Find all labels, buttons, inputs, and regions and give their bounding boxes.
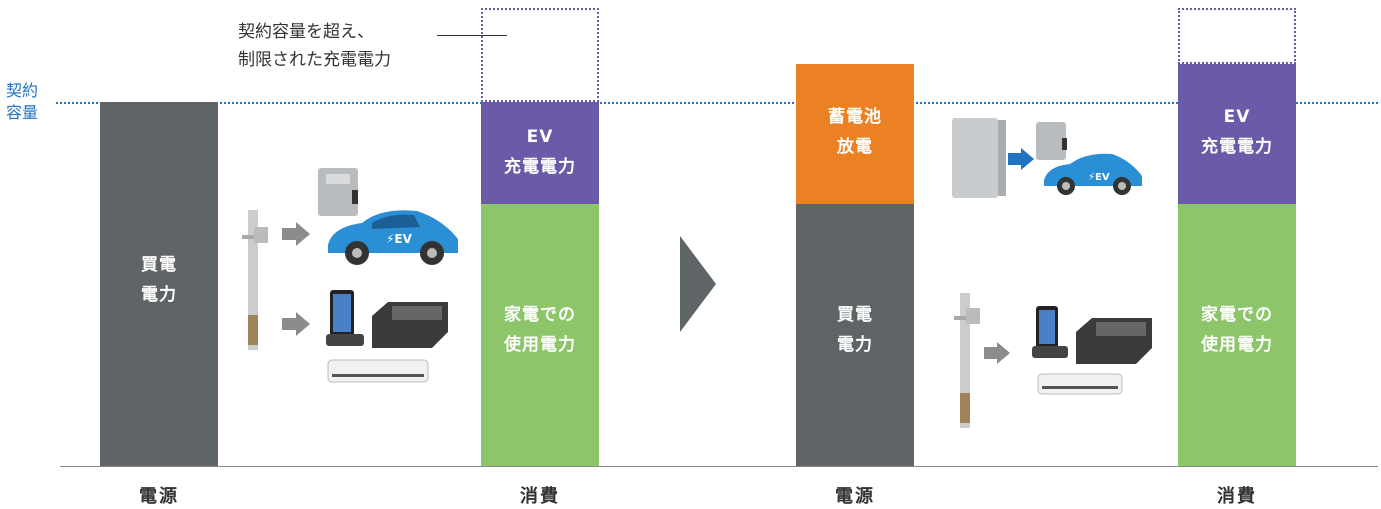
right-battery-discharge-label: 蓄電池 放電 [828,107,882,157]
baseline [60,466,1378,467]
appliance-box-icon [1076,318,1152,364]
left-ev-charge-label: EV 充電電力 [504,127,576,177]
ev-car-icon: ⚡EV [1044,153,1142,195]
right-appliance-label: 家電での 使用電力 [1201,305,1273,355]
left-appliance-bar: 家電での 使用電力 [481,204,599,466]
left-consume-caption: 消費 [520,486,560,507]
left-appliance-label: 家電での 使用電力 [504,305,576,355]
contract-capacity-label: 契約 容量 [6,81,39,122]
transition-arrow-icon [680,236,716,332]
left-buy-power-bar: 買電 電力 [100,102,218,466]
right-arrow-icon [282,312,310,336]
right-buy-power-bar: 買電 電力 [796,204,914,466]
home-battery-icon [952,118,1006,198]
left-source-caption: 電源 [139,486,179,507]
ev-car-icon: ⚡EV [328,210,458,265]
right-source-caption: 電源 [835,486,875,507]
note-leader-line [437,35,507,36]
left-ev-charge-bar: EV 充電電力 [481,102,599,204]
right-arrow-icon [282,222,310,246]
smartphone-icon [1032,306,1068,358]
right-ev-charge-bar: EV 充電電力 [1178,64,1296,204]
right-arrow-icon [984,342,1010,364]
contract-capacity-line [56,102,1378,104]
ev-charger-icon [1036,122,1067,160]
right-consume-caption: 消費 [1217,486,1257,507]
ev-charger-icon [318,168,358,216]
ev-badge: ⚡EV [1088,172,1110,183]
right-ev-charge-label: EV 充電電力 [1201,107,1273,157]
appliance-box-icon [372,302,448,348]
right-limited-charge-box [1178,8,1296,64]
left-buy-power-label: 買電 電力 [141,255,177,305]
utility-pole-icon [954,293,980,428]
smartphone-icon [326,290,364,346]
utility-pole-icon [242,210,268,350]
air-conditioner-icon [1037,373,1123,395]
left-limited-charge-box [481,8,599,102]
right-appliance-bar: 家電での 使用電力 [1178,204,1296,466]
right-battery-discharge-bar: 蓄電池 放電 [796,64,914,204]
air-conditioner-icon [327,359,429,383]
limit-note: 契約容量を超え、 制限された充電電力 [238,22,391,70]
right-buy-power-label: 買電 電力 [837,305,873,355]
ev-badge: ⚡EV [386,232,413,246]
right-arrow-icon [1008,148,1034,170]
